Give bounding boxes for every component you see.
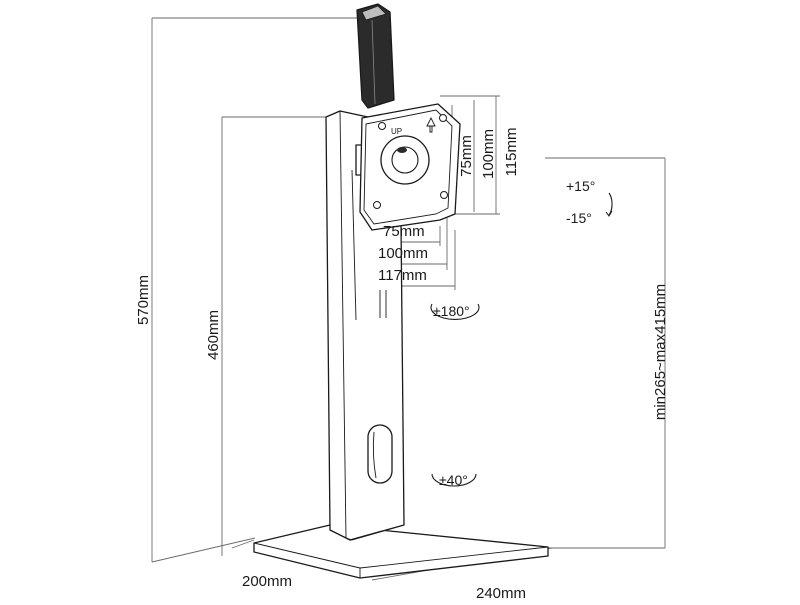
label-tilt-down: -15° [566, 210, 592, 226]
pole-slot [351, 169, 357, 321]
label-vesa-100-h: 100mm [378, 245, 428, 262]
vesa-hole-3 [373, 201, 381, 209]
label-vesa-75-v: 75mm [458, 135, 475, 177]
dim-line-200mm [231, 539, 255, 549]
slider-arm-highlight [371, 19, 376, 105]
rotation-indicators [430, 192, 613, 487]
label-plate-117: 117mm [378, 267, 427, 284]
label-tilt-up: +15° [566, 178, 595, 194]
tilt-icon [608, 192, 613, 216]
up-mark: UP [391, 127, 402, 136]
ext-line-bottom-left [151, 537, 256, 563]
stand-body: UP [253, 3, 549, 579]
label-plate-115: 115mm [503, 128, 520, 177]
label-pole-height: 460mm [205, 310, 222, 360]
base-edge-right [359, 546, 549, 569]
up-arrow-icon [426, 116, 436, 133]
label-vesa-100-v: 100mm [480, 129, 497, 179]
pivot-screw [397, 147, 407, 153]
vesa-hole-1 [378, 122, 386, 130]
slider-arm-cap [361, 5, 387, 21]
label-rotation: ±180° [433, 303, 470, 319]
vesa-plate-inner [363, 109, 453, 225]
dimension-labels: 570mm 460mm 75mm 100mm 115mm 75mm 100mm … [135, 128, 669, 602]
label-base-depth: 200mm [242, 573, 292, 590]
label-vesa-75-h: 75mm [383, 223, 425, 240]
label-total-height: 570mm [135, 275, 152, 325]
base-edge-front [253, 542, 361, 569]
pole-edge [339, 110, 347, 539]
swivel-40-icon [431, 473, 477, 487]
cable-hole [367, 424, 393, 484]
vesa-hole-4 [440, 191, 448, 199]
label-swivel: ±40° [439, 472, 468, 488]
pole-base-joint [345, 524, 405, 541]
slider-arm [356, 3, 395, 109]
dimension-lines [151, 17, 666, 581]
pivot-hub [391, 146, 419, 174]
cable-hole-inner [372, 431, 377, 479]
label-height-range: min265~max415mm [652, 284, 669, 420]
label-base-width: 240mm [476, 585, 526, 600]
vesa-hole-2 [439, 114, 447, 122]
tilt-arrow-icon [605, 210, 613, 217]
rotation-180-icon [430, 303, 480, 320]
